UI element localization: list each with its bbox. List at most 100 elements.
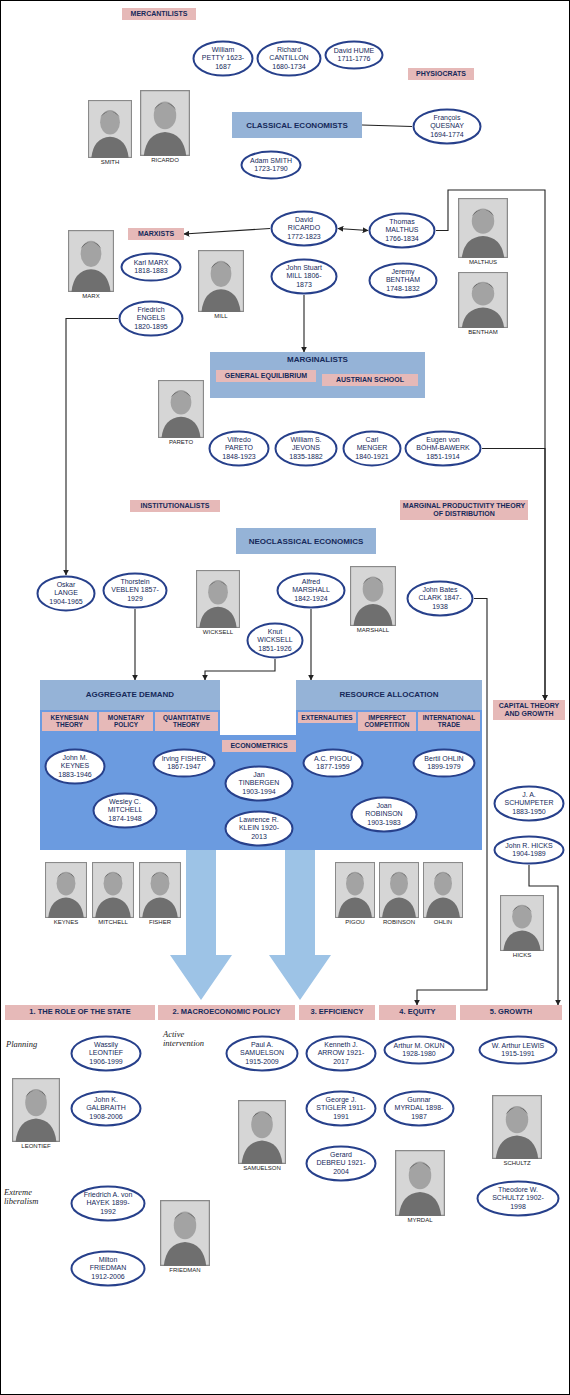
node-text: David RICARDO 1772-1823: [280, 216, 329, 240]
portrait-photo: [159, 381, 204, 438]
school-label-box: MERCANTILISTS: [122, 8, 196, 20]
oval-outline-shape: [495, 837, 564, 864]
school-label-box: GENERAL EQUILIBRIUM: [216, 370, 316, 382]
economist-oval: Knut WICKSELL 1851-1926: [246, 622, 304, 659]
oval-outline-shape: [72, 1187, 145, 1221]
node-text: Wassily LEONTIEF 1906-1999: [80, 1041, 132, 1065]
subtopic-box: EXTERNALITIES: [298, 712, 356, 723]
portrait-photo: [140, 863, 181, 918]
school-band: CLASSICAL ECONOMISTS: [232, 112, 362, 138]
node-text: 4. EQUITY: [382, 1008, 453, 1017]
topic-box: 3. EFFICIENCY: [299, 1005, 375, 1020]
economist-oval: Friedrich ENGELS 1820-1895: [118, 300, 184, 337]
economist-oval: David RICARDO 1772-1823: [270, 210, 338, 247]
node-text: David HUME 1711-1776: [332, 47, 375, 63]
node-text: IMPERFECT COMPETITION: [359, 714, 415, 729]
connector-arrow: [66, 318, 118, 575]
economist-oval: Gerard DEBREU 1921-2004: [305, 1145, 377, 1182]
node-text: Oskar LANGE 1904-1965: [44, 581, 87, 605]
economist-oval: John R. HICKS 1904-1989: [493, 835, 565, 865]
portrait-photo: [46, 863, 87, 918]
node-text: John Bates CLARK 1847-1938: [416, 586, 465, 610]
connector-arrow: [338, 228, 368, 230]
oval-outline-shape: [46, 750, 105, 784]
photo-caption: PARETO: [151, 439, 211, 445]
school-label-box: ECONOMETRICS: [222, 740, 296, 752]
subtopic-box: KEYNESIAN THEORY: [42, 712, 97, 731]
node-text: MARGINALISTS: [210, 352, 425, 367]
node-text: William S. JEVONS 1835-1882: [283, 436, 329, 460]
node-text: QUANTITATIVE THEORY: [156, 714, 217, 729]
oval-outline-shape: [72, 1037, 141, 1071]
connector-arrow: [310, 609, 311, 680]
node-text: John K. GALBRAITH 1908-2006: [80, 1096, 132, 1120]
node-text: Gunnar MYRDAL 1898-1987: [393, 1096, 445, 1120]
node-text: 1. THE ROLE OF THE STATE: [8, 1008, 152, 1017]
portrait-photo: [199, 251, 244, 312]
portrait-photo: [89, 101, 132, 158]
photo-caption: RICARDO: [135, 157, 195, 163]
flow-block-arrow: [269, 850, 331, 1000]
node-text: 2. MACROECONOMIC POLICY: [161, 1008, 292, 1017]
economist-oval: A.C. PIGOU 1877-1959: [302, 748, 364, 778]
economist-oval: Paul A. SAMUELSON 1915-2009: [225, 1035, 299, 1072]
oval-outline-shape: [226, 767, 293, 801]
node-text: Karl MARX 1818-1883: [129, 259, 174, 275]
node-text: CLASSICAL ECONOMISTS: [232, 121, 362, 130]
oval-outline-shape: [258, 42, 321, 76]
economist-oval: William PETTY 1623-1687: [192, 40, 254, 77]
photo-caption: HICKS: [492, 952, 552, 958]
topic-panel: RESOURCE ALLOCATIONEXTERNALITIESIMPERFEC…: [296, 680, 482, 850]
photo-caption: PIGOU: [325, 919, 385, 925]
economist-oval: Wassily LEONTIEF 1906-1999: [70, 1035, 142, 1072]
oval-outline-shape: [478, 1182, 559, 1216]
oval-outline-shape: [414, 110, 481, 144]
portrait-photo: [424, 863, 463, 918]
node-text: Carl MENGER 1840-1921: [350, 436, 393, 460]
subtopic-box: QUANTITATIVE THEORY: [155, 712, 218, 731]
economist-oval: J. A. SCHUMPETER 1883-1950: [493, 785, 565, 822]
node-text: François QUESNAY 1694-1774: [422, 114, 472, 138]
oval-outline-shape: [408, 582, 473, 616]
photo-caption: SAMUELSON: [232, 1165, 292, 1171]
economist-oval: William S. JEVONS 1835-1882: [274, 430, 338, 467]
node-text: Joan ROBINSON 1903-1983: [360, 802, 409, 826]
oval-outline-shape: [104, 574, 167, 608]
economist-oval: Alfred MARSHALL 1842-1924: [276, 572, 346, 609]
portrait-photo: [93, 863, 134, 918]
oval-outline-shape: [344, 432, 401, 466]
node-text: Vilfredo PARETO 1848-1923: [217, 436, 262, 460]
economist-oval: David HUME 1711-1776: [324, 40, 384, 70]
connector-arrow: [134, 609, 135, 680]
node-text: Knut WICKSELL 1851-1926: [254, 628, 296, 652]
portrait-photo: [141, 91, 190, 156]
economist-oval: Adam SMITH 1723-1790: [240, 150, 302, 180]
topic-box: 5. GROWTH: [460, 1005, 562, 1020]
node-text: EXTERNALITIES: [299, 714, 355, 721]
oval-outline-shape: [370, 214, 435, 248]
photo-caption: MYRDAL: [390, 1217, 450, 1223]
photo-caption: MARX: [61, 293, 121, 299]
topic-box: 4. EQUITY: [379, 1005, 456, 1020]
topic-box: 1. THE ROLE OF THE STATE: [5, 1005, 155, 1020]
node-text: Lawrence R. KLEIN 1920-2013: [234, 816, 284, 840]
node-text: AUSTRIAN SCHOOL: [324, 376, 416, 384]
economist-oval: Arthur M. OKUN 1928-1980: [383, 1035, 455, 1065]
topic-panel: AGGREGATE DEMANDKEYNESIAN THEORYMONETARY…: [40, 680, 220, 850]
oval-outline-shape: [154, 750, 215, 777]
subtopic-box: MONETARY POLICY: [99, 712, 153, 731]
photo-caption: ROBINSON: [369, 919, 429, 925]
connector-arrow: [303, 295, 304, 352]
oval-outline-shape: [385, 1037, 454, 1064]
node-text: Kenneth J. ARROW 1921-2017: [315, 1041, 367, 1065]
economist-oval: John M. KEYNES 1883-1946: [44, 748, 106, 785]
oval-outline-shape: [414, 750, 475, 777]
node-text: 5. GROWTH: [463, 1008, 559, 1017]
photo-caption: SMITH: [80, 159, 140, 165]
oval-outline-shape: [276, 432, 337, 466]
photo-caption: MITCHELL: [83, 919, 143, 925]
node-text: MARXISTS: [130, 230, 182, 238]
portrait-photo: [239, 1101, 286, 1164]
economist-oval: Lawrence R. KLEIN 1920-2013: [224, 810, 294, 847]
